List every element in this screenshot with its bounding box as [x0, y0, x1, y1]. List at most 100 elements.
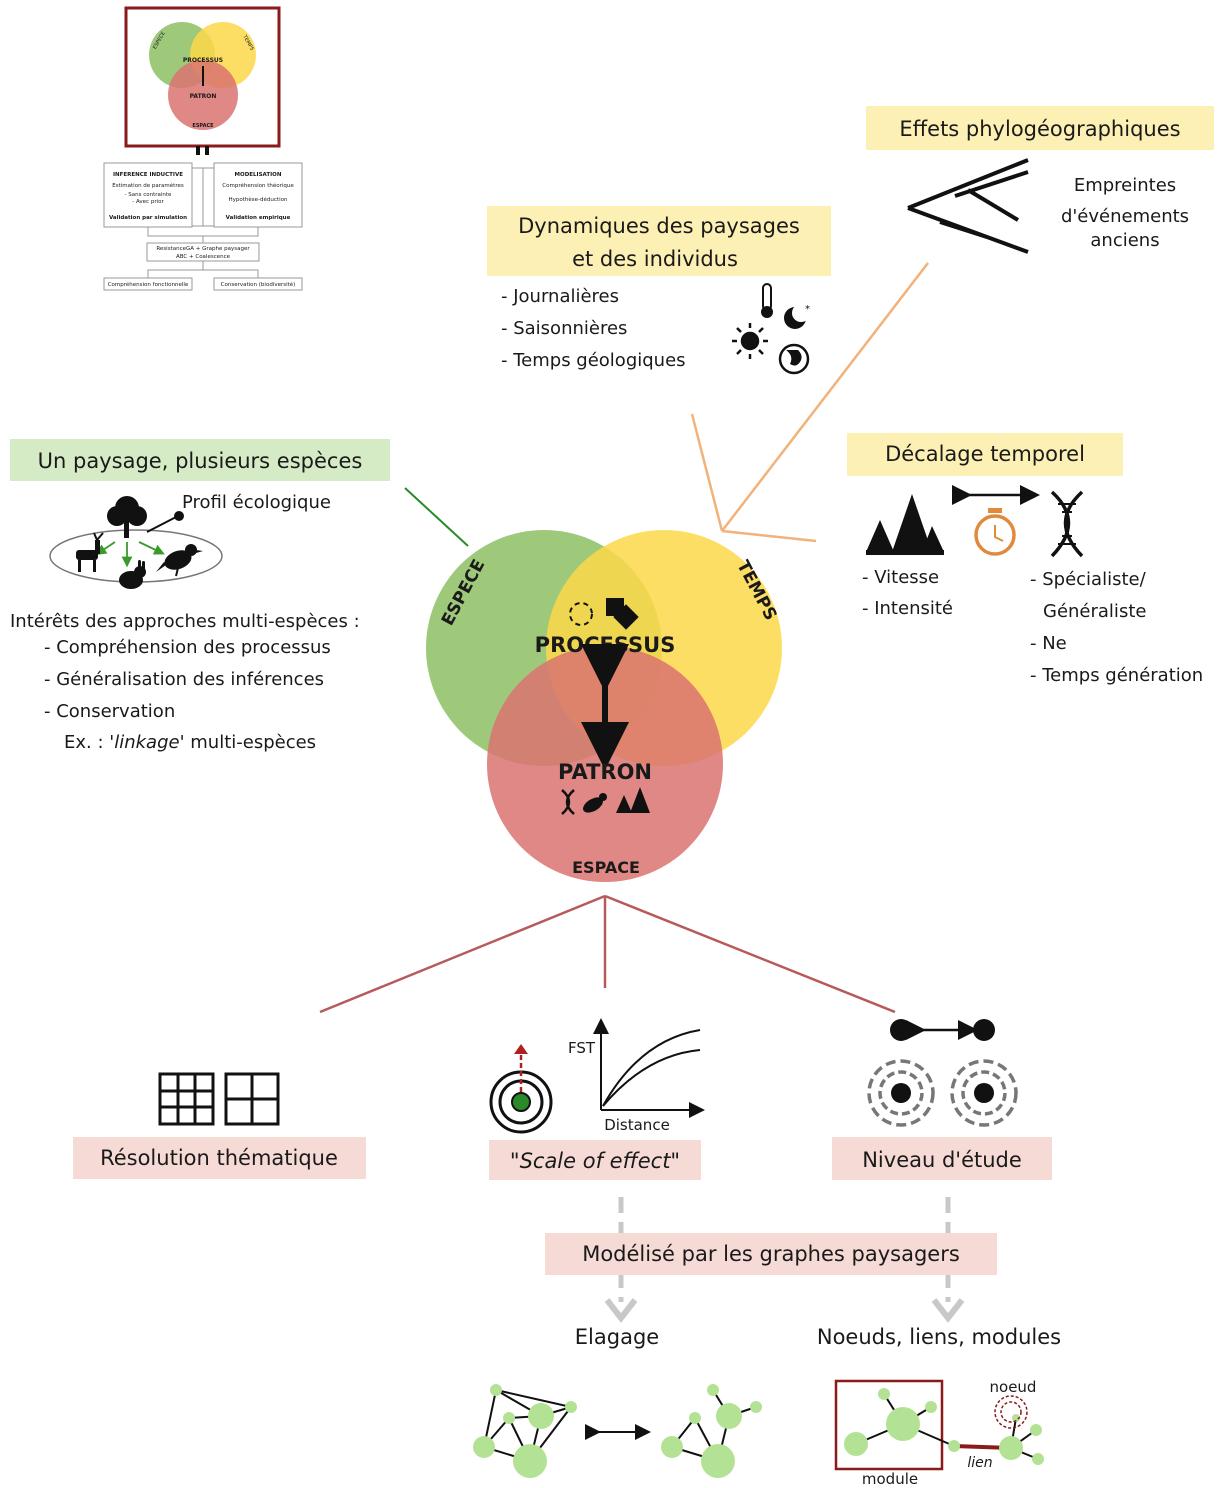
thumb-left-l1: Estimation de paramètres: [112, 182, 184, 189]
time-connectors: [690, 262, 929, 543]
thumb-left-l2: - Sans contrainte: [125, 192, 173, 198]
pruned-graph: [661, 1384, 762, 1478]
thumb-label-patron: PATRON: [190, 93, 217, 100]
individual-dot-right: [973, 1019, 995, 1041]
dynamics-title-bg: [487, 206, 831, 276]
modeled-label: Modélisé par les graphes paysagers: [582, 1242, 960, 1266]
time-lag-right-4: - Temps génération: [1030, 665, 1203, 686]
time-lag-right-1: - Spécialiste/: [1030, 569, 1147, 590]
thumb-bottom-left: Compréhension fonctionnelle: [108, 281, 189, 288]
dna-icon: [1050, 490, 1084, 558]
distance-label: Distance: [604, 1116, 670, 1134]
thumb-center-arrow: [192, 167, 214, 227]
forest-icon: [866, 494, 944, 555]
thumb-down-marker: [196, 146, 200, 155]
deer-icon: [76, 532, 104, 572]
phylo-block: Effets phylogéographiques Empreintes d'é…: [866, 106, 1214, 254]
multi-species-title-bg: [10, 439, 390, 481]
sun-icon: [732, 323, 768, 359]
thumb-mid-l2: ABC + Coalescence: [176, 254, 231, 260]
node-label: noeud: [990, 1378, 1037, 1396]
thumb-left-l4: Validation par simulation: [109, 215, 187, 221]
stopwatch-icon: [974, 508, 1016, 556]
time-lag-left-2: - Intensité: [862, 598, 953, 619]
thumb-bottom-left-box: [103, 277, 193, 291]
phylo-desc-1: Empreintes: [1074, 175, 1176, 196]
tree-icon: [107, 496, 147, 538]
resolution-block: Résolution thématique: [73, 1072, 366, 1179]
time-lag-right-2: Généraliste: [1043, 601, 1146, 622]
moon-icon: *: [784, 304, 810, 329]
thumb-label-processus: PROCESSUS: [183, 57, 223, 64]
thumb-right-title: MODELISATION: [235, 172, 282, 178]
thumb-right-l2: Hypothèse-déduction: [229, 196, 288, 203]
thumb-right-l3: Validation empirique: [226, 215, 291, 221]
thumb-bottom-right: Conservation (biodiversité): [221, 281, 296, 288]
scale-block: FST Distance "Scale of effect": [489, 1018, 705, 1180]
profile-label: Profil écologique: [182, 492, 331, 513]
thumb-down-marker-2: [205, 146, 209, 155]
resolution-label: Résolution thématique: [100, 1146, 338, 1170]
individual-dot-left: [890, 1019, 912, 1041]
rabbit-icon: [119, 560, 146, 589]
interest-title: Intérêts des approches multi-espèces :: [10, 611, 360, 632]
population-icon-left: [867, 1059, 935, 1127]
svg-text:*: *: [805, 304, 810, 315]
thumb-right-l1: Compréhension théorique: [222, 182, 294, 189]
fst-curve-plot: [593, 1018, 705, 1118]
thermometer-icon: [761, 283, 773, 318]
buffer-target-icon: [489, 1044, 553, 1134]
dynamics-block: Dynamiques des paysages et des individus…: [487, 206, 831, 375]
thumb-left-box: [103, 162, 193, 228]
link-label: lien: [967, 1455, 992, 1471]
node-highlight-icon: [994, 1395, 1028, 1429]
phylo-desc-2: d'événements: [1061, 206, 1189, 227]
dice-icon: [606, 598, 639, 630]
thumb-split-lines: [147, 261, 259, 278]
thumb-circle-espace: [168, 60, 238, 130]
full-graph: [473, 1384, 577, 1478]
pruning-label: Elagage: [575, 1325, 659, 1349]
interest-item-3: - Conservation: [44, 701, 175, 722]
thumb-left-title: INFERENCE INDUCTIVE: [113, 172, 183, 178]
module-frame: [834, 1379, 944, 1471]
dynamics-title-1: Dynamiques des paysages: [518, 214, 800, 238]
interest-example: Ex. : 'linkage' multi-espèces: [64, 732, 316, 753]
venn-label-espace: ESPACE: [572, 858, 640, 877]
level-label: Niveau d'étude: [862, 1148, 1022, 1172]
multi-species-title: Un paysage, plusieurs espèces: [38, 449, 363, 473]
interest-item-1: - Compréhension des processus: [44, 637, 331, 658]
profile-pin-line: [146, 515, 179, 533]
phylo-desc-3: anciens: [1090, 230, 1159, 251]
thumb-bottom-right-box: [213, 277, 303, 291]
module-graph: noeud lien module: [834, 1378, 1044, 1488]
scale-label: "Scale of effect": [510, 1149, 680, 1173]
time-lag-title: Décalage temporel: [885, 442, 1085, 466]
thumbnail-figure: ESPECE TEMPS PROCESSUS PATRON ESPACE INF…: [103, 6, 303, 291]
example-italic: linkage: [114, 732, 179, 753]
patron-icons: [561, 787, 650, 815]
level-block: Niveau d'étude: [832, 1019, 1052, 1180]
thumb-right-box: [213, 162, 303, 228]
modeled-label-bg: [545, 1233, 997, 1275]
example-suffix: ' multi-espèces: [180, 732, 316, 753]
scale-label-bg: [489, 1140, 701, 1180]
thumb-mid-l1: ResistanceGA + Graphe paysager: [156, 246, 250, 252]
coarse-grid-icon: [224, 1072, 280, 1126]
species-arrows: [95, 541, 165, 568]
resolution-label-bg: [73, 1137, 366, 1179]
venn-label-processus: PROCESSUS: [535, 633, 676, 657]
fst-label: FST: [568, 1039, 596, 1057]
time-lag-left-1: - Vitesse: [862, 567, 939, 588]
thumb-merge-lines: [147, 227, 259, 243]
phylo-title: Effets phylogéographiques: [899, 117, 1180, 141]
time-lag-right-3: - Ne: [1030, 633, 1067, 654]
fine-grid-icon: [158, 1072, 215, 1126]
bird-icon: [156, 544, 203, 577]
dynamics-item-1: - Journalières: [501, 286, 619, 307]
graph-parts-label: Noeuds, liens, modules: [817, 1325, 1061, 1349]
module-label: module: [862, 1470, 918, 1488]
interest-item-2: - Généralisation des inférences: [44, 669, 324, 690]
bottom-branches: [319, 894, 896, 1014]
